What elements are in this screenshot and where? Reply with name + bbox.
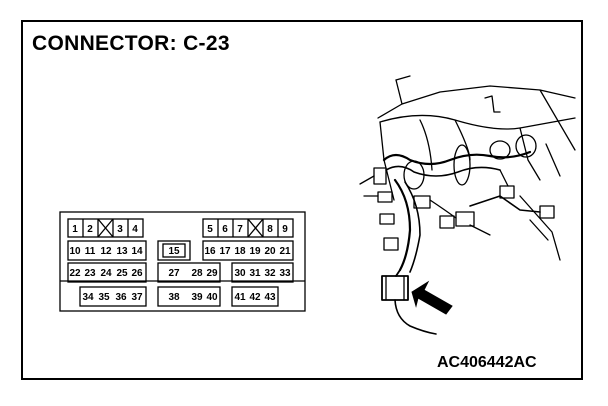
pin-label: 37 <box>131 292 143 303</box>
pin-cavity-group <box>157 262 221 283</box>
connector-outline <box>59 211 306 312</box>
pin-label: 20 <box>264 246 276 257</box>
pin-label: 43 <box>264 292 276 303</box>
pin-label: 32 <box>264 268 276 279</box>
pin-label: 9 <box>282 224 288 235</box>
pin-label: 6 <box>222 224 228 235</box>
pin-label: 36 <box>115 292 127 303</box>
pin-label: 3 <box>117 224 123 235</box>
pin-label: 28 <box>191 268 203 279</box>
pin-label: 22 <box>69 268 81 279</box>
pin-label: 41 <box>234 292 246 303</box>
pin-label: 16 <box>204 246 216 257</box>
pin-label: 19 <box>249 246 261 257</box>
pin-cavity-group <box>231 286 279 307</box>
figure-code: AC406442AC <box>437 354 537 371</box>
pin-label: 10 <box>69 246 81 257</box>
pin-label: 38 <box>168 292 180 303</box>
pin-cavity-group <box>67 240 147 261</box>
pin-label: 14 <box>131 246 143 257</box>
pin-label: 5 <box>207 224 213 235</box>
pin-cavity-group <box>67 262 147 283</box>
pin-15-box <box>162 243 186 258</box>
pin-cavity-group <box>157 286 221 307</box>
pin-label: 31 <box>249 268 261 279</box>
pin-cavity-group <box>67 218 144 238</box>
connector-title: CONNECTOR: C-23 <box>32 32 230 55</box>
pin-cavity-group <box>202 240 294 261</box>
pin-label: 29 <box>206 268 218 279</box>
pin-label: 35 <box>98 292 110 303</box>
pin-label: 23 <box>84 268 96 279</box>
pin-label: 26 <box>131 268 143 279</box>
pin-cavity-group <box>79 286 147 307</box>
pin-label: 17 <box>219 246 231 257</box>
dashboard-harness-illustration <box>359 75 576 335</box>
pin-cavity-group <box>231 262 294 283</box>
pin-label: 2 <box>87 224 93 235</box>
pin-cavity-group <box>157 240 191 261</box>
pin-label: 42 <box>249 292 261 303</box>
connector-face: 1 2 3 4 5 6 7 8 9 10 11 12 13 14 15 16 1… <box>59 211 306 312</box>
pin-label: 11 <box>85 246 96 257</box>
pin-label: 12 <box>100 246 112 257</box>
location-arrow-icon <box>411 280 453 315</box>
pin-label: 40 <box>206 292 218 303</box>
pin-label: 18 <box>234 246 246 257</box>
diagram-frame <box>21 20 583 380</box>
pin-label: 30 <box>234 268 246 279</box>
pin-label: 13 <box>116 246 128 257</box>
pin-label: 7 <box>237 224 243 235</box>
pin-label: 1 <box>72 224 78 235</box>
pin-label: 21 <box>279 246 291 257</box>
pin-label: 27 <box>168 268 180 279</box>
pin-label: 34 <box>82 292 94 303</box>
pin-label: 39 <box>191 292 203 303</box>
pin-label: 24 <box>100 268 112 279</box>
pin-label: 15 <box>168 246 180 257</box>
pin-label: 33 <box>279 268 291 279</box>
pin-label: 25 <box>116 268 128 279</box>
pin-label: 8 <box>267 224 273 235</box>
pin-label: 4 <box>132 224 138 235</box>
